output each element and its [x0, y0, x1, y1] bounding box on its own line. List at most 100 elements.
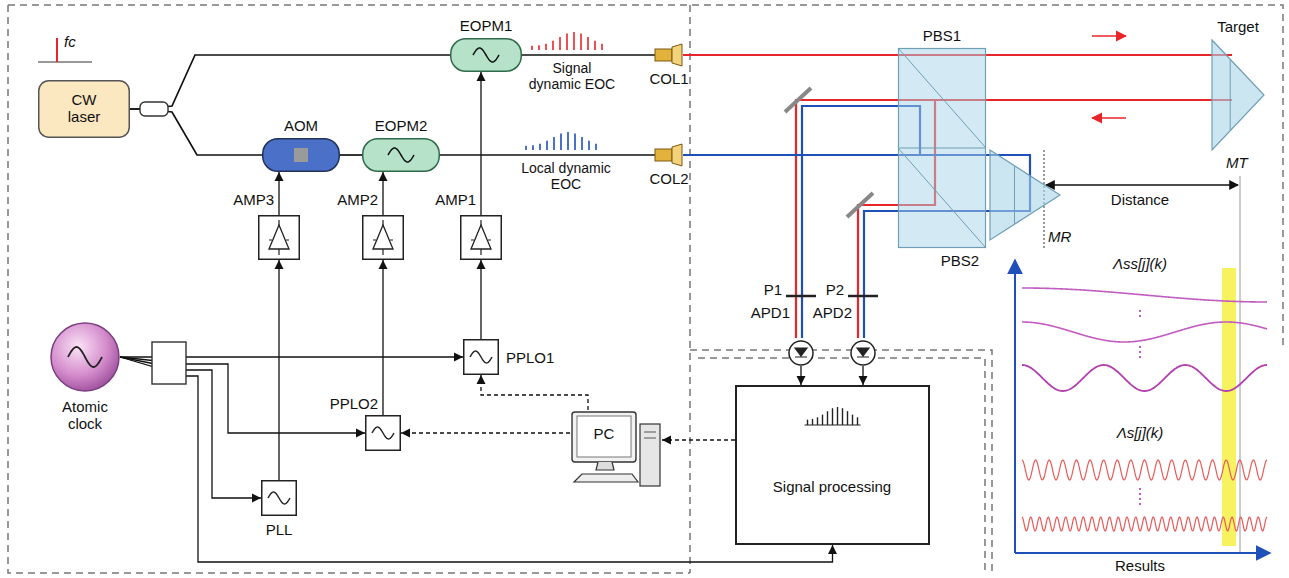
oscillator-box [464, 340, 499, 375]
photodiode-symbol [795, 348, 807, 357]
part-label: APD2 [813, 304, 852, 321]
result-curve [1022, 517, 1267, 531]
eopm-body [451, 39, 522, 72]
signal-comb-line [573, 32, 575, 50]
screen [577, 416, 631, 457]
node-shape [850, 340, 876, 366]
spectrum-symbol [808, 407, 858, 425]
amp-node: AMP2 [362, 215, 404, 260]
ellipsis-mark [1139, 488, 1141, 506]
part-label: P2 [826, 281, 844, 298]
panel-border [690, 350, 992, 573]
monitor [572, 412, 636, 462]
annotation-label: Local dynamic EOC [520, 160, 612, 192]
optical-fiber [130, 55, 450, 109]
local-comb-line [532, 145, 534, 150]
distance-arrow [1046, 184, 1238, 185]
annotation-label: Results [1115, 557, 1165, 574]
comb-line [817, 417, 818, 425]
local-comb-line [574, 133, 576, 150]
collimator-body [655, 149, 672, 161]
ellipsis-mark [1139, 310, 1141, 318]
mirror [785, 88, 811, 112]
direction-arrow [1092, 117, 1126, 119]
optical-fiber [340, 154, 362, 156]
signal-splitter [152, 342, 186, 384]
local-comb-line [581, 137, 583, 150]
amplifier-symbol [471, 225, 491, 249]
node-shape [990, 150, 1060, 240]
node-shape [463, 339, 499, 375]
node-shape [365, 415, 401, 451]
local-comb-line [567, 132, 569, 150]
node-shape [735, 385, 930, 545]
ellipsis-mark [1139, 346, 1141, 360]
collimator-lens [672, 44, 682, 66]
annotation-label: Distance [1111, 191, 1169, 208]
pc-node: PC [570, 410, 662, 505]
amplifier-box [461, 216, 502, 260]
local-comb-line [595, 144, 597, 150]
col-node: COL1 [655, 44, 683, 66]
part-label: PLL [266, 521, 293, 538]
amplifier-symbol [269, 225, 289, 249]
result-curve [1022, 365, 1267, 391]
panel-border [689, 5, 691, 573]
signal-connector [382, 260, 383, 415]
laser-node: CW laser [38, 80, 130, 138]
amplifier-leads [269, 220, 289, 255]
signal-connector [800, 366, 801, 385]
comb-line [857, 417, 858, 425]
comb-line [807, 420, 808, 425]
monitor-stand [596, 462, 614, 470]
comb-baseline [805, 425, 861, 426]
amplifier-box [259, 216, 300, 260]
part-label: PPLO1 [506, 349, 554, 366]
amp-node: AMP3 [258, 215, 300, 260]
panel-border [8, 5, 690, 573]
amplifier-symbol [373, 225, 393, 249]
signal-connector [401, 432, 570, 433]
panel-borders [8, 5, 1283, 573]
comb-line [822, 415, 823, 425]
eopm-node: EOPM2 [362, 138, 440, 172]
box-label: PC [594, 425, 615, 442]
signal-connector [662, 439, 735, 440]
node-shape [450, 38, 522, 72]
fiber-coupler [140, 102, 168, 116]
apd-node: P2APD2 [850, 340, 876, 366]
target-line [1240, 176, 1241, 553]
part-label: AMP2 [337, 191, 378, 208]
signal-comb-line [580, 33, 582, 50]
collimator-body [655, 49, 672, 61]
optical-fiber [522, 54, 655, 56]
osc-node: PPLO2 [365, 415, 401, 451]
signal-connector [480, 72, 481, 215]
result-curve [1022, 322, 1267, 342]
eopm-body [363, 139, 440, 172]
result-curve [1022, 460, 1267, 480]
polarizer [786, 295, 816, 298]
prism-edge [1014, 166, 1015, 224]
clock-node: Atomic clock [50, 322, 120, 392]
oscillator-symbol [372, 427, 394, 439]
modulator-symbol [388, 148, 414, 162]
panel-border [698, 358, 985, 573]
highlight-band [1222, 268, 1236, 546]
optical-fiber [440, 154, 655, 156]
node-shape [262, 138, 340, 172]
node-shape [50, 322, 120, 392]
clock-body [51, 323, 119, 391]
annotation-label: Signal dynamic EOC [526, 60, 618, 92]
node-shape [788, 340, 814, 366]
signal-connector [278, 172, 279, 215]
local-comb-line [546, 141, 548, 150]
reference-prism [990, 150, 1060, 240]
annotation-label: MR [1048, 228, 1071, 245]
laser-body [39, 81, 130, 138]
node-shape [362, 138, 440, 172]
local-comb-line [525, 146, 527, 150]
x-axis [1015, 552, 1270, 554]
comb-line [832, 408, 833, 425]
